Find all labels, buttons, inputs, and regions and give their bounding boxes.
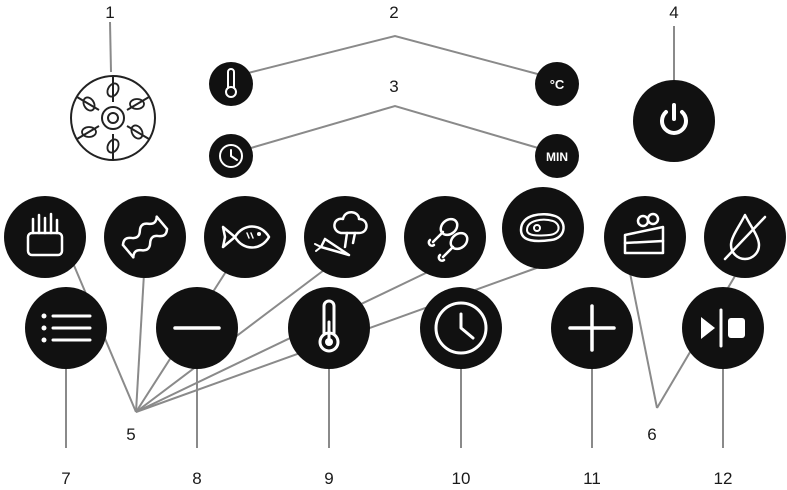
time-button[interactable] [420, 287, 502, 369]
min-indicator: MIN [535, 134, 579, 178]
callout-1: 1 [105, 3, 114, 22]
callout-8: 8 [192, 469, 201, 488]
power-button[interactable] [633, 80, 715, 162]
callout-6: 6 [647, 425, 656, 444]
callout-4: 4 [669, 3, 678, 22]
plus-button[interactable] [551, 287, 633, 369]
callout-12: 12 [714, 469, 733, 488]
leader-2 [244, 36, 545, 76]
start-pause-button[interactable] [682, 287, 764, 369]
preset-dehydrate-button[interactable] [704, 196, 786, 278]
callout-7: 7 [61, 469, 70, 488]
leader-1 [110, 22, 111, 72]
callout-2: 2 [389, 3, 398, 22]
preset-bacon-button[interactable] [104, 196, 186, 278]
temperature-button[interactable] [288, 287, 370, 369]
preset-cake-button[interactable] [604, 196, 686, 278]
preset-vegetables-button[interactable] [304, 196, 386, 278]
temperature-indicator [209, 62, 253, 106]
callout-9: 9 [324, 469, 333, 488]
callout-3: 3 [389, 77, 398, 96]
callout-5: 5 [126, 425, 135, 444]
callout-10: 10 [452, 469, 471, 488]
preset-steak-button[interactable] [502, 187, 584, 269]
celsius-label: °C [550, 77, 565, 92]
preset-chicken-button[interactable] [404, 196, 486, 278]
leader-3 [244, 106, 545, 150]
menu-button[interactable] [25, 287, 107, 369]
program-wheel-icon [71, 76, 155, 160]
preset-fries-button[interactable] [4, 196, 86, 278]
celsius-indicator: °C [535, 62, 579, 106]
callout-11: 11 [583, 469, 601, 488]
preset-fish-button[interactable] [204, 196, 286, 278]
min-label: MIN [546, 150, 568, 164]
time-indicator [209, 134, 253, 178]
minus-button[interactable] [156, 287, 238, 369]
